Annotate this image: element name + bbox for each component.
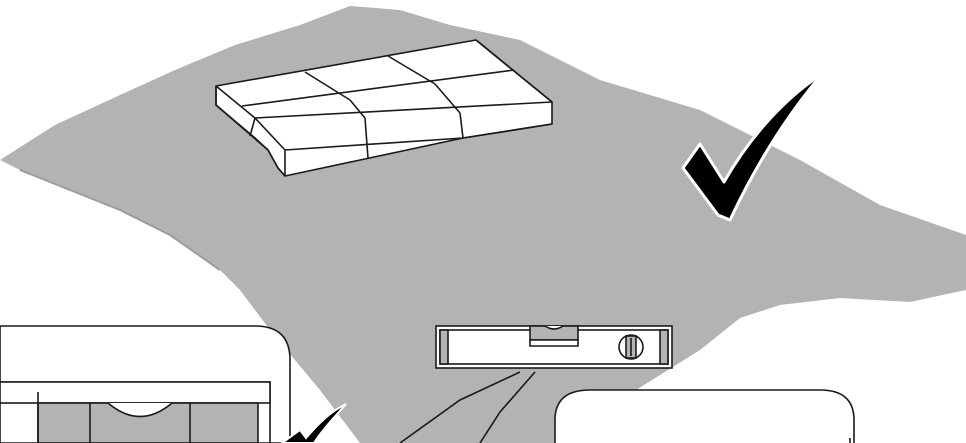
spirit-level-icon [435, 325, 673, 369]
checkmark-icon [681, 72, 824, 222]
ground-edge-shadow [19, 169, 221, 271]
right-callout-frame [554, 389, 855, 443]
callout-lines [399, 371, 536, 443]
magnifier-callout-icon [0, 325, 291, 443]
small-checkmark-icon [280, 403, 347, 443]
slab-stack-icon [215, 39, 553, 177]
